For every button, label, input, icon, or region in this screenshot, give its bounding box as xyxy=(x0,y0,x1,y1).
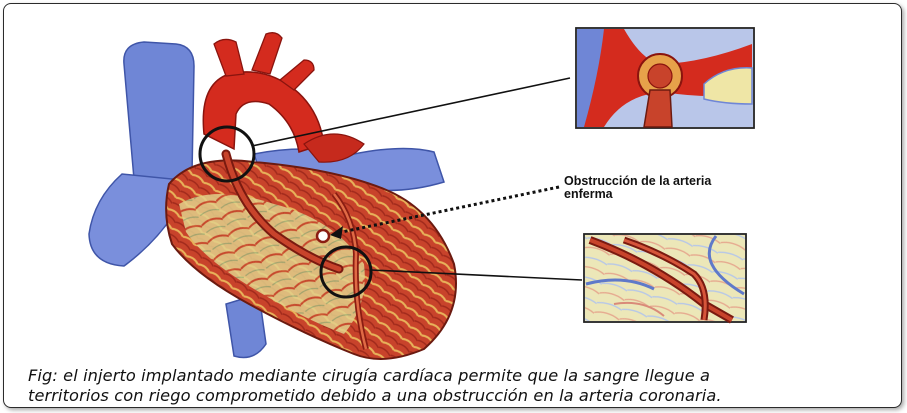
obstruction-label: Obstrucción de la arteria enferma xyxy=(564,175,804,201)
aorta-shape xyxy=(202,32,365,163)
figure-caption: Fig: el injerto implantado mediante ciru… xyxy=(28,366,896,406)
heart-diagram xyxy=(88,27,755,360)
obstruction-label-line1: Obstrucción de la arteria xyxy=(564,174,712,188)
figure-frame: Obstrucción de la arteria enferma Fig: e… xyxy=(3,3,902,408)
magnifier-circle-bottom xyxy=(319,245,373,299)
detail-inset-bottom xyxy=(583,233,747,324)
obstruction-label-line2: enferma xyxy=(564,187,613,201)
leader-line-top xyxy=(251,77,571,147)
caption-line-2: territorios con riego comprometido debid… xyxy=(28,386,722,405)
obstruction-marker xyxy=(315,228,331,244)
leader-line-bottom xyxy=(370,269,583,281)
caption-line-1: Fig: el injerto implantado mediante ciru… xyxy=(28,366,711,385)
dotted-arrow xyxy=(336,185,560,235)
dotted-arrow-head xyxy=(330,226,343,239)
magnifier-circle-top xyxy=(198,125,256,183)
detail-inset-top xyxy=(575,27,755,129)
